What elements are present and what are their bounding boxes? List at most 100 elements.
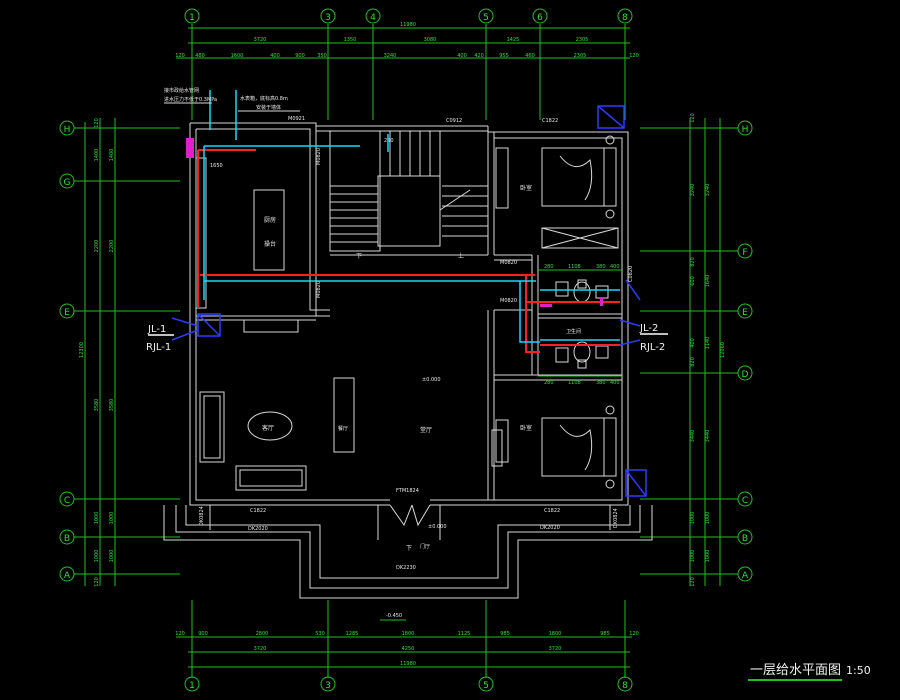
axis-label: 8 bbox=[622, 13, 628, 23]
fixture-marker bbox=[540, 304, 552, 307]
axis-label: B bbox=[64, 534, 70, 544]
right-axis-grid bbox=[640, 118, 738, 586]
riser-label-jl2: JL-2 bbox=[639, 323, 658, 334]
tag-m0820-a: M0820 bbox=[500, 260, 517, 266]
bath-dim-top: 280 bbox=[544, 264, 554, 270]
left-axis-bubble-E: E bbox=[59, 303, 75, 319]
water-meter-box bbox=[186, 138, 194, 158]
bedroom-top-furniture bbox=[495, 135, 619, 249]
top-axis-bubble-4: 4 bbox=[365, 8, 381, 24]
axis-label: G bbox=[64, 178, 71, 188]
top-axis-grid bbox=[176, 24, 630, 120]
kitchen-label: 厨房 bbox=[264, 216, 276, 224]
axis-label: 4 bbox=[370, 13, 376, 23]
dim-top: 400 bbox=[270, 53, 280, 59]
axis-label: 3 bbox=[325, 681, 331, 691]
supply-note-line2: 进水压力不低于0.3MPa bbox=[164, 96, 217, 103]
drawing-title-block: 一层给水平面图 1:50 bbox=[748, 663, 871, 681]
dim-left: 1000 bbox=[94, 550, 100, 563]
top-axis-bubble-5: 5 bbox=[478, 8, 494, 24]
dim-top: 1350 bbox=[344, 37, 357, 43]
bottom-axis-bubble-5: 5 bbox=[478, 676, 494, 692]
dim-top: 350 bbox=[317, 53, 327, 59]
axis-label: 1 bbox=[189, 681, 195, 691]
dim-right: 3440 bbox=[705, 430, 711, 443]
dim-bottom: 900 bbox=[198, 631, 208, 637]
dim-left: 2200 bbox=[94, 240, 100, 253]
bottom-axis-bubble-8: 8 bbox=[617, 676, 633, 692]
bottom-axis-bubble-1: 1 bbox=[184, 676, 200, 692]
dim-bottom: 530 bbox=[315, 631, 325, 637]
bathroom-label: 卫生间 bbox=[566, 328, 581, 335]
right-axis-bubble-E: E bbox=[737, 303, 753, 319]
staircase bbox=[329, 130, 488, 252]
left-axis-bubble-G: G bbox=[59, 173, 75, 189]
dim-right: 600 bbox=[690, 276, 696, 286]
water-risers bbox=[171, 105, 647, 497]
tag-dk2230: DK2230 bbox=[396, 565, 416, 571]
axis-label: H bbox=[64, 125, 71, 135]
riser-label-rjl1: RJL-1 bbox=[146, 342, 171, 353]
axis-label: C bbox=[742, 496, 748, 506]
terrace-outline bbox=[163, 505, 653, 599]
dim-top: 1600 bbox=[231, 53, 244, 59]
dim-left: 1000 bbox=[109, 550, 115, 563]
dim-top: 955 bbox=[499, 53, 509, 59]
dim-left: 1000 bbox=[109, 512, 115, 525]
right-axis-bubble-D: D bbox=[737, 365, 753, 381]
entrance-door bbox=[377, 504, 441, 540]
tag-c0912: C0912 bbox=[446, 118, 462, 124]
stair-down-label: 下 bbox=[356, 253, 362, 260]
hot-water-pipes bbox=[197, 149, 620, 353]
dim-left: 3580 bbox=[94, 399, 100, 412]
left-axis-bubble-B: B bbox=[59, 529, 75, 545]
top-axis-bubble-6: 6 bbox=[532, 8, 548, 24]
dim-bottom: 985 bbox=[500, 631, 510, 637]
tag-m0820-b: M0820 bbox=[500, 298, 517, 304]
left-axis-bubble-C: C bbox=[59, 491, 75, 507]
kitchen-counter bbox=[253, 189, 285, 271]
bedroom-top-label: 卧室 bbox=[520, 184, 532, 192]
dim-top: 420 bbox=[474, 53, 484, 59]
left-axis-bubble-H: H bbox=[59, 120, 75, 136]
right-axis-bubble-A: A bbox=[737, 566, 753, 582]
tag-dk0824-r: DK0824 bbox=[613, 508, 619, 528]
drawing-scale: 1:50 bbox=[846, 664, 871, 677]
bathroom-fixtures bbox=[555, 279, 609, 369]
tag-m0820-c: M0820 bbox=[316, 148, 322, 165]
cold-water-pipes bbox=[203, 90, 620, 343]
exterior-walls bbox=[189, 122, 629, 506]
tag-c1822-bl: C1822 bbox=[250, 508, 266, 514]
dim-bottom: 120 bbox=[175, 631, 185, 637]
dim-bottom: 1285 bbox=[346, 631, 359, 637]
dim-right: 120 bbox=[690, 577, 696, 587]
axis-label: 1 bbox=[189, 13, 195, 23]
dim-right: 1000 bbox=[690, 550, 696, 563]
entry-label: 门厅 bbox=[420, 543, 430, 550]
entry-down-label: 下 bbox=[406, 545, 412, 552]
dim-top: 480 bbox=[195, 53, 205, 59]
dim-right: 400 bbox=[690, 338, 696, 348]
bedroom-bottom-label: 卧室 bbox=[520, 424, 532, 432]
axis-label: D bbox=[742, 370, 749, 380]
dim-right-total: 12060 bbox=[720, 342, 726, 358]
dim-right: 1640 bbox=[705, 275, 711, 288]
dim-top: 400 bbox=[457, 53, 467, 59]
dim-right: 3240 bbox=[690, 184, 696, 197]
bath-dim-top: 1108 bbox=[568, 264, 581, 270]
axis-label: C bbox=[64, 496, 70, 506]
bath-dim-top: 380 bbox=[596, 264, 606, 270]
dim-bottom: 2800 bbox=[256, 631, 269, 637]
dim-bottom: 3720 bbox=[549, 646, 562, 652]
tag-c1822-top: C1822 bbox=[542, 118, 558, 124]
top-axis-bubble-3: 3 bbox=[320, 8, 336, 24]
bath-dim-bottom: 280 bbox=[544, 380, 554, 386]
dim-top: 460 bbox=[525, 53, 535, 59]
bath-dim-top: 400 bbox=[610, 264, 620, 270]
bath-dim-bottom: 400 bbox=[610, 380, 620, 386]
right-axis-bubble-H: H bbox=[737, 120, 753, 136]
tag-c1822-br: C1822 bbox=[544, 508, 560, 514]
tag-m0921: M0921 bbox=[288, 116, 305, 122]
dim-top: 3080 bbox=[424, 37, 437, 43]
